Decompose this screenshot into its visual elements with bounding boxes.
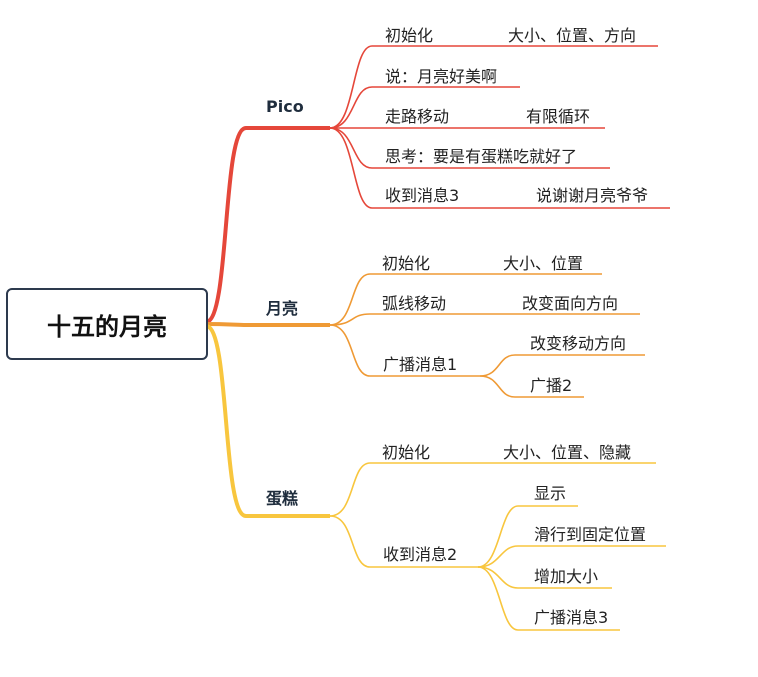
branch-cake[interactable]: 蛋糕 xyxy=(266,489,299,508)
pico-receive3-detail: 说谢谢月亮爷爷 xyxy=(536,186,649,205)
moon-broadcast2[interactable]: 广播2 xyxy=(530,376,573,395)
pico-init[interactable]: 初始化 xyxy=(385,26,434,45)
moon-change-direction[interactable]: 改变移动方向 xyxy=(530,334,627,353)
branch-moon[interactable]: 月亮 xyxy=(266,299,299,318)
pico-init-detail: 大小、位置、方向 xyxy=(508,26,637,45)
pico-walk-detail: 有限循环 xyxy=(526,107,591,126)
moon-init-detail: 大小、位置 xyxy=(503,254,584,273)
root-topic[interactable]: 十五的月亮 xyxy=(6,288,208,360)
cake-slide[interactable]: 滑行到固定位置 xyxy=(534,525,647,544)
cake-broadcast3[interactable]: 广播消息3 xyxy=(534,608,609,627)
pico-say[interactable]: 说：月亮好美啊 xyxy=(385,67,498,86)
pico-think[interactable]: 思考：要是有蛋糕吃就好了 xyxy=(385,147,578,166)
pico-receive3[interactable]: 收到消息3 xyxy=(385,186,460,205)
moon-init[interactable]: 初始化 xyxy=(382,254,431,273)
cake-show[interactable]: 显示 xyxy=(534,484,567,503)
moon-arc-move[interactable]: 弧线移动 xyxy=(382,294,447,313)
pico-walk[interactable]: 走路移动 xyxy=(385,107,450,126)
cake-grow[interactable]: 增加大小 xyxy=(534,567,599,586)
branch-pico[interactable]: Pico xyxy=(266,97,304,116)
cake-init[interactable]: 初始化 xyxy=(382,443,431,462)
cake-init-detail: 大小、位置、隐藏 xyxy=(503,443,632,462)
moon-arc-move-detail: 改变面向方向 xyxy=(522,294,619,313)
cake-receive2[interactable]: 收到消息2 xyxy=(383,545,458,564)
moon-broadcast1[interactable]: 广播消息1 xyxy=(383,355,458,374)
